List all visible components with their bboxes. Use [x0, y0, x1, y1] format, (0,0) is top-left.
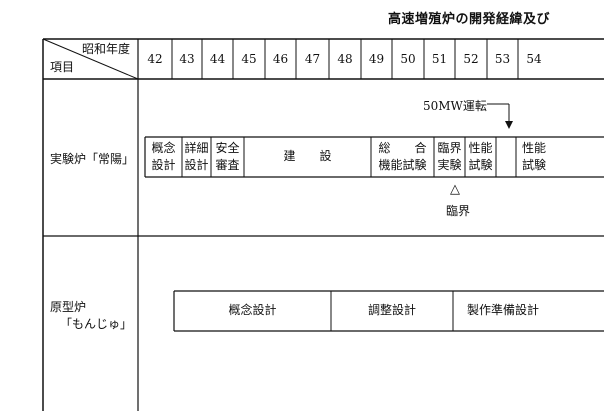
year-header-50: 50 [400, 52, 416, 66]
year-header-44: 44 [209, 52, 226, 66]
phase-monju-adjustment-design: 調整設計 [367, 303, 416, 317]
phase-monju-manufacturing-prep-design: 製作準備設計 [466, 303, 539, 317]
phase-line: 試験 [468, 158, 493, 172]
year-header-45: 45 [241, 52, 257, 66]
year-header-48: 48 [337, 52, 353, 66]
year-header-47: 47 [304, 52, 321, 66]
phase-line: 性能 [521, 141, 546, 155]
criticality-label: 臨界 [446, 204, 471, 218]
phase-joyo-performance-test-1: 性能 試験 [465, 140, 496, 174]
year-header-54: 54 [526, 52, 542, 66]
phase-joyo-performance-test-2: 性能 試験 [516, 140, 552, 174]
phase-line: 実験 [437, 158, 462, 172]
year-header-52: 52 [463, 52, 479, 66]
row-label-monju-1: 原型炉 [50, 300, 87, 314]
row-label-monju-2: 「もんじゅ」 [60, 317, 133, 331]
phase-line: 性能 [468, 141, 493, 155]
corner-label-item: 項目 [50, 60, 75, 74]
page-title: 高速増殖炉の開発経緯及び [388, 12, 551, 27]
phase-line: 概念 [151, 141, 176, 155]
phase-joyo-construction: 建 設 [244, 148, 371, 165]
phase-line: 安全 [215, 141, 240, 155]
phase-line: 設計 [184, 158, 209, 172]
year-header-51: 51 [431, 52, 448, 66]
year-header-46: 46 [272, 52, 289, 66]
phase-monju-concept-design: 概念設計 [228, 303, 277, 317]
phase-joyo-integrated-function-test: 総 合 機能試験 [371, 140, 434, 174]
phase-line: 設計 [151, 158, 176, 172]
criticality-marker: △ [450, 182, 460, 197]
phase-line: 詳細 [184, 141, 209, 155]
phase-line: 試験 [521, 158, 546, 172]
phase-joyo-safety-review: 安全 審査 [211, 140, 244, 174]
year-header-49: 49 [368, 52, 385, 66]
phase-joyo-criticality-experiment: 臨界 実験 [434, 140, 465, 174]
phase-joyo-detailed-design: 詳細 設計 [182, 140, 211, 174]
row-label-joyo: 実験炉「常陽」 [50, 152, 135, 166]
year-header-42: 42 [147, 52, 163, 66]
annotation-50mw-operation: 50MW運転 [423, 99, 487, 113]
phase-joyo-concept-design: 概念 設計 [145, 140, 182, 174]
year-header-53: 53 [494, 52, 511, 66]
phase-line: 総 合 [378, 141, 427, 155]
phase-line: 建 設 [283, 149, 332, 163]
phase-line: 臨界 [437, 141, 462, 155]
phase-line: 機能試験 [378, 158, 427, 172]
phase-line: 審査 [215, 158, 240, 172]
corner-label-year: 昭和年度 [82, 42, 131, 56]
year-header-43: 43 [179, 52, 195, 66]
